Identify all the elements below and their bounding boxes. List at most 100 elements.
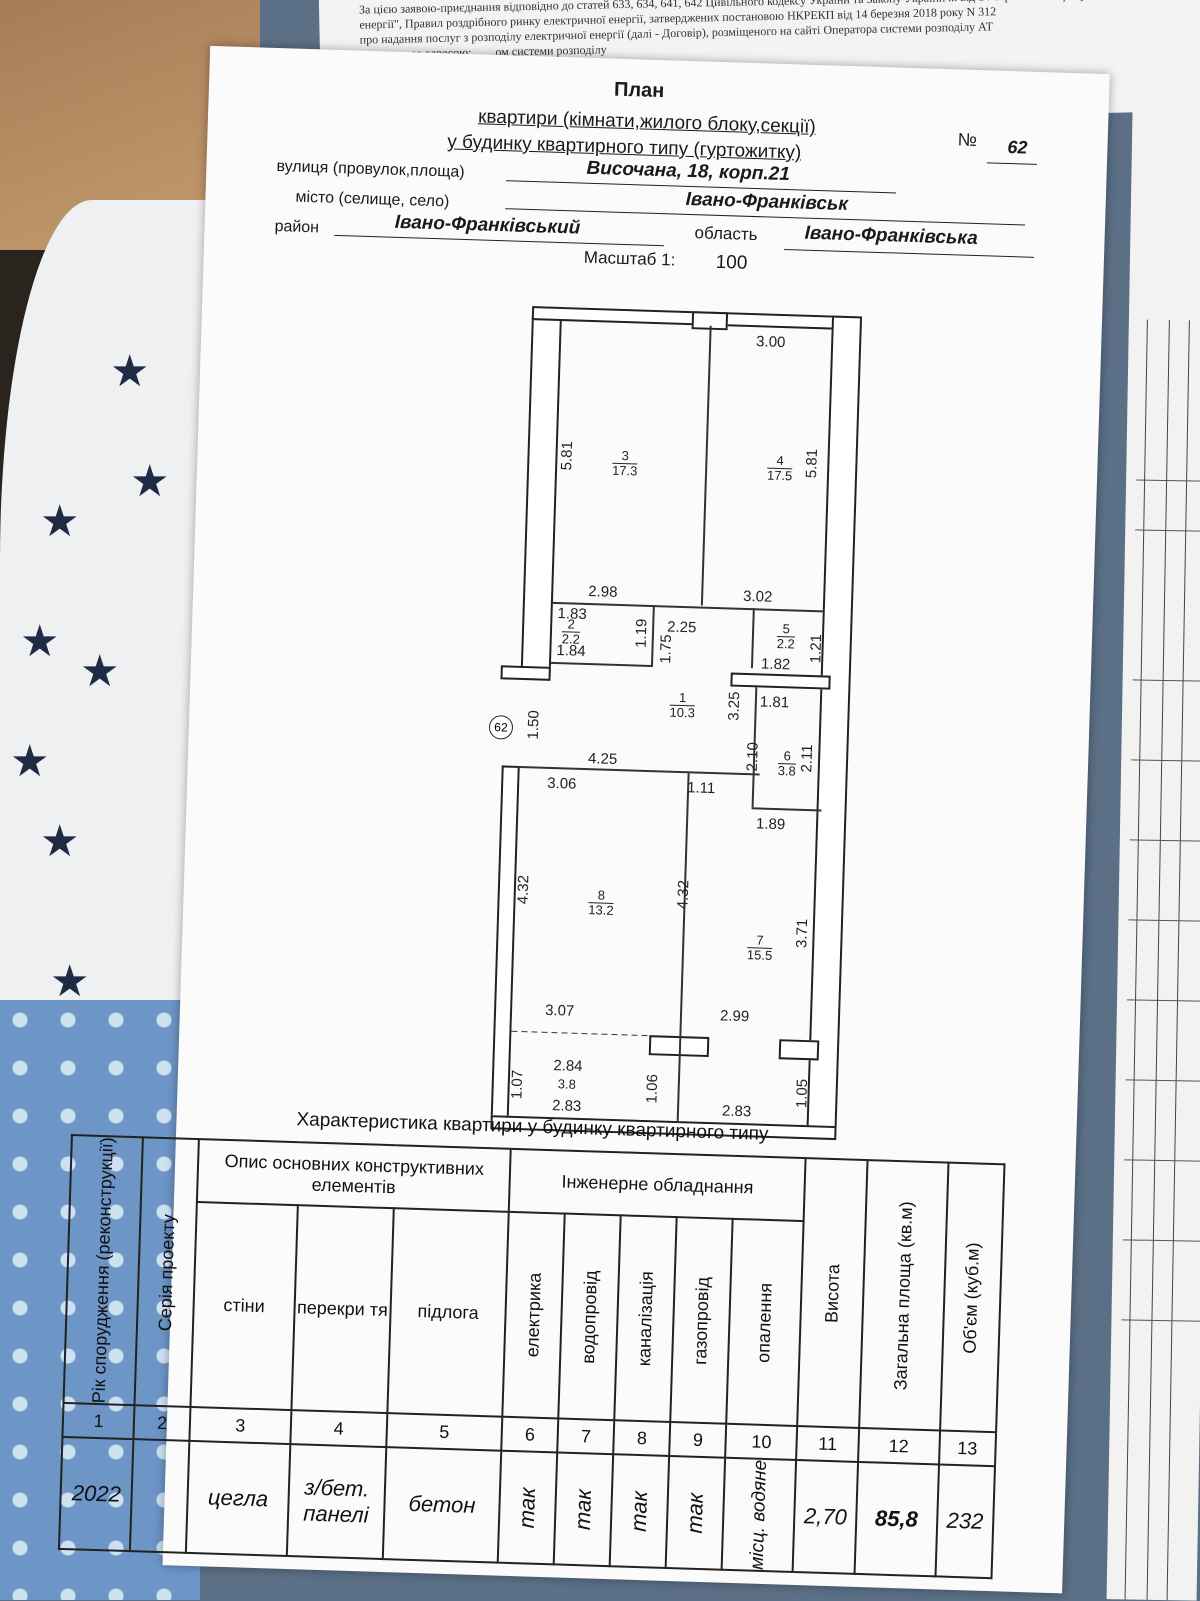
dimension-label: 2.11 xyxy=(798,744,817,773)
star-icon: ★ xyxy=(130,457,170,506)
value-area: 85,8 xyxy=(854,1462,939,1577)
scale-label: Масштаб 1: xyxy=(583,247,676,270)
header-year: Рік спорудження (реконструкції) xyxy=(63,1135,144,1406)
dimension-label: 1.89 xyxy=(755,815,786,834)
value-heating: місц. водяне xyxy=(721,1458,797,1573)
wall xyxy=(778,1039,820,1061)
dimension-label: 4.32 xyxy=(514,874,533,905)
value-volume: 232 xyxy=(935,1464,995,1579)
balcony-label: 3.8 xyxy=(557,1076,577,1092)
wall xyxy=(806,315,863,1137)
dimension-label: 1.07 xyxy=(508,1069,527,1100)
value-year: 2022 xyxy=(58,1437,134,1552)
apartment-number-marker: 62 xyxy=(488,714,514,740)
column-number: 7 xyxy=(557,1418,615,1455)
street-label: вулиця (провулок,площа) xyxy=(276,158,465,181)
star-icon: ★ xyxy=(20,617,60,666)
value-floor: бетон xyxy=(382,1447,502,1563)
floor-plan-document: План квартири (кімнати,жилого блоку,секц… xyxy=(58,45,1110,1594)
wall xyxy=(520,306,563,677)
column-number: 12 xyxy=(857,1428,940,1465)
region-value: Івано-Франківська xyxy=(804,222,979,250)
header-heating: опалення xyxy=(726,1218,804,1427)
header-electric: електрика xyxy=(502,1211,565,1419)
column-number: 13 xyxy=(938,1430,997,1467)
dimension-label: 3.02 xyxy=(742,587,773,606)
dimension-label: 2.84 xyxy=(553,1057,583,1076)
star-icon: ★ xyxy=(50,957,90,1006)
value-height: 2,70 xyxy=(792,1460,858,1575)
header-floors: перекри тя xyxy=(291,1205,394,1414)
wall xyxy=(500,665,551,681)
header-area: Загальна площа (кв.м) xyxy=(858,1160,949,1431)
column-number: 1 xyxy=(62,1403,135,1440)
column-number: 8 xyxy=(613,1420,671,1457)
dimension-label: 5.81 xyxy=(558,440,577,471)
star-icon: ★ xyxy=(110,347,150,396)
header-gas: газопровід xyxy=(670,1217,733,1425)
city-label: місто (селище, село) xyxy=(295,188,450,211)
star-icon: ★ xyxy=(80,647,120,696)
plan-title: План xyxy=(613,78,665,103)
dimension-label: 1.50 xyxy=(524,709,543,740)
header-walls: стіни xyxy=(190,1202,298,1411)
column-number: 6 xyxy=(501,1417,559,1453)
dimension-label: 1.05 xyxy=(793,1078,812,1109)
dimension-label: 1.81 xyxy=(759,693,790,712)
value-gas: так xyxy=(665,1456,726,1570)
header-sewer: каналізація xyxy=(614,1215,677,1423)
value-water: так xyxy=(553,1452,614,1567)
header-series: Серія проекту xyxy=(134,1137,200,1408)
column-number: 4 xyxy=(290,1410,388,1448)
dimension-label: 3.06 xyxy=(546,774,577,793)
dimension-label: 1.19 xyxy=(632,618,651,649)
column-number: 9 xyxy=(669,1422,727,1459)
column-number: 10 xyxy=(725,1424,798,1461)
region-label: область xyxy=(694,223,758,245)
dimension-label: 1.84 xyxy=(556,642,586,660)
number-value: 62 xyxy=(1007,136,1028,158)
dimension-label: 3.00 xyxy=(755,333,786,352)
city-value: Івано-Франківськ xyxy=(685,188,849,215)
dimension-label: 2.99 xyxy=(719,1007,750,1026)
star-icon: ★ xyxy=(40,817,80,866)
value-walls: цегла xyxy=(185,1441,291,1557)
dimension-label: 3.25 xyxy=(725,691,744,722)
dimension-label: 2.83 xyxy=(721,1102,752,1121)
dimension-label: 1.11 xyxy=(686,779,716,798)
value-series xyxy=(130,1439,190,1554)
header-height: Висота xyxy=(797,1158,868,1429)
dimension-label: 2.98 xyxy=(588,583,618,601)
dimension-label: 1.06 xyxy=(643,1073,662,1104)
header-water: водопровід xyxy=(558,1213,621,1421)
district-label: район xyxy=(274,217,320,237)
dimension-label: 2.83 xyxy=(551,1097,582,1116)
column-number: 5 xyxy=(386,1413,503,1452)
district-value: Івано-Франківський xyxy=(394,211,581,239)
value-sewer: так xyxy=(609,1454,670,1569)
right-ledger-sheet xyxy=(1106,59,1200,1601)
header-construct-group: Опис основних конструктивних елементів xyxy=(197,1139,511,1212)
star-icon: ★ xyxy=(10,737,50,786)
dimension-label: 3.07 xyxy=(544,1001,575,1020)
dimension-label: 1.75 xyxy=(657,634,676,664)
dimension-label: 3.71 xyxy=(793,918,812,949)
dimension-label: 5.81 xyxy=(803,448,821,479)
dimension-label: 1.21 xyxy=(807,633,826,664)
wall xyxy=(730,672,831,690)
dimension-label: 2.10 xyxy=(743,741,762,772)
header-floor: підлога xyxy=(387,1208,509,1418)
column-number: 2 xyxy=(133,1405,191,1442)
star-icon: ★ xyxy=(40,497,80,546)
value-floors: з/бет. панелі xyxy=(286,1444,387,1560)
dimension-label: 1.82 xyxy=(760,655,791,674)
column-number: 3 xyxy=(189,1407,292,1445)
number-label: № xyxy=(957,129,978,150)
apartment-characteristics-table: Рік спорудження (реконструкції) Серія пр… xyxy=(58,1134,1006,1579)
